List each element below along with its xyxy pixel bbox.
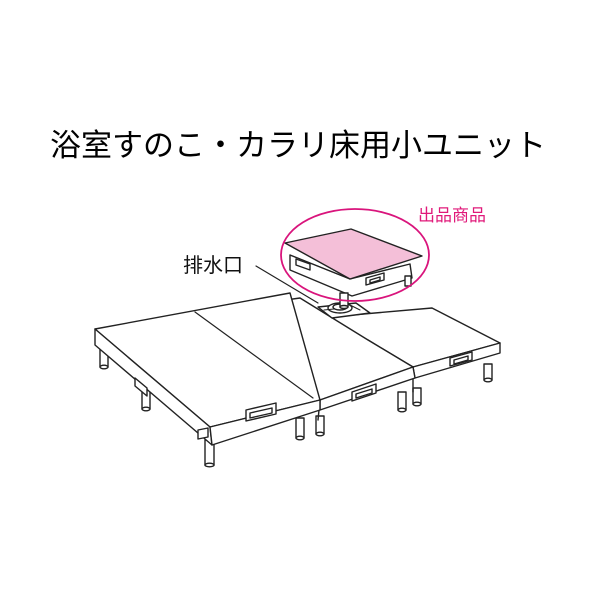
leg [412, 387, 422, 407]
drain-leader-line [255, 265, 319, 304]
highlight-ring [280, 208, 430, 302]
small-unit-product [284, 228, 423, 310]
product-label: 出品商品 [418, 206, 486, 226]
support-legs [99, 344, 493, 468]
floor-board-left [94, 292, 321, 446]
page-title: 浴室すのこ・カラリ床用小ユニット [50, 128, 546, 164]
leg [397, 391, 407, 413]
floor-board-back-right [317, 307, 501, 393]
leg [483, 363, 493, 383]
drain-label: 排水口 [183, 253, 243, 277]
leg [295, 417, 305, 441]
leg [315, 415, 325, 437]
leg [204, 439, 215, 468]
